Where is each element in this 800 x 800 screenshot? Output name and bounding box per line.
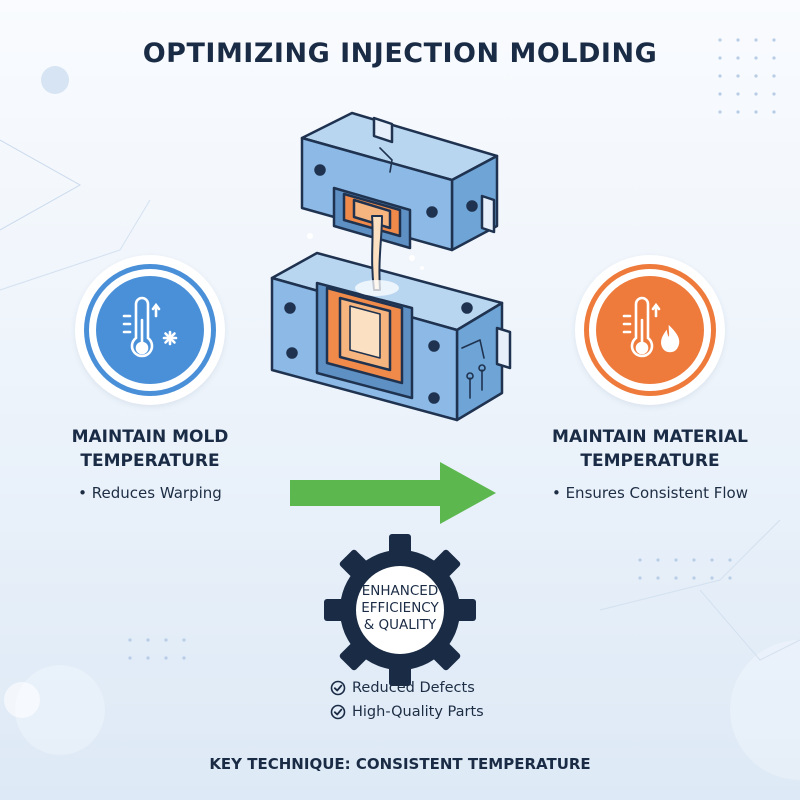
material-temperature-ring (584, 264, 716, 396)
benefit-item: Reduced Defects (330, 680, 475, 696)
gear-label-line1: ENHANCED (361, 583, 439, 599)
gear-label-line2: EFFICIENCY (361, 600, 439, 616)
footer-key-technique: KEY TECHNIQUE: CONSISTENT TEMPERATURE (209, 755, 591, 773)
check-circle-icon (330, 680, 346, 696)
material-temperature-badge (575, 255, 725, 405)
right-arrow-icon (290, 462, 496, 524)
gear-label-line3: & QUALITY (363, 617, 437, 633)
material-temperature-heading-line2: TEMPERATURE (580, 451, 720, 471)
page-title: OPTIMIZING INJECTION MOLDING (142, 38, 658, 69)
benefit-label: Reduced Defects (352, 680, 475, 696)
mold-temperature-heading-line1: MAINTAIN MOLD (71, 427, 229, 447)
material-temperature-heading: MAINTAIN MATERIAL TEMPERATURE (540, 425, 760, 473)
mold-temperature-heading: MAINTAIN MOLD TEMPERATURE (50, 425, 250, 473)
check-circle-icon (330, 704, 346, 720)
material-temperature-fill (596, 276, 704, 384)
mold-temperature-badge (75, 255, 225, 405)
mold-temperature-ring (84, 264, 216, 396)
gear-label: ENHANCED EFFICIENCY & QUALITY (345, 583, 455, 634)
mold-temperature-heading-line2: TEMPERATURE (80, 451, 220, 471)
thermometer-snowflake-icon (122, 296, 178, 358)
mold-temperature-bullet: • Reduces Warping (78, 484, 222, 502)
injection-mold-illustration (270, 111, 512, 422)
benefit-item: High-Quality Parts (330, 704, 484, 720)
material-temperature-heading-line1: MAINTAIN MATERIAL (552, 427, 748, 447)
gear-icon (324, 534, 476, 686)
mold-temperature-fill (96, 276, 204, 384)
benefit-label: High-Quality Parts (352, 704, 484, 720)
thermometer-flame-icon (622, 296, 680, 358)
material-temperature-bullet: • Ensures Consistent Flow (551, 484, 749, 502)
